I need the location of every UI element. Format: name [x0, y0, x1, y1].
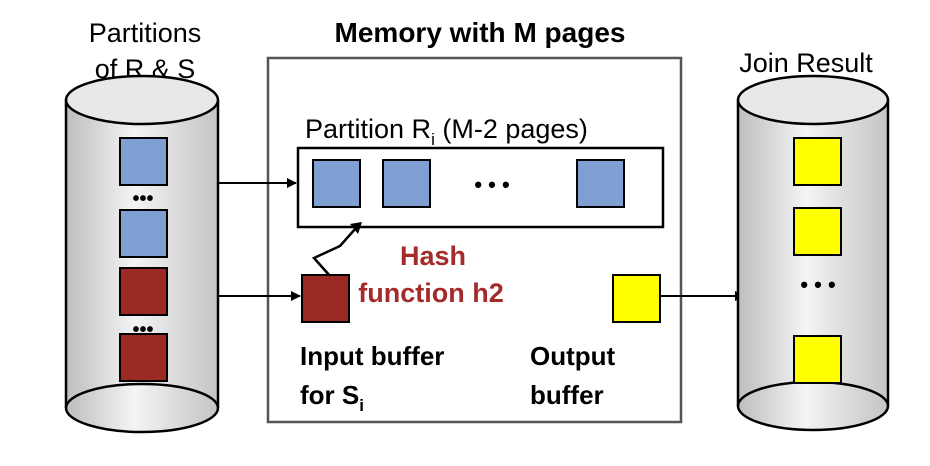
left-page-blue-2	[119, 209, 168, 258]
output-buffer-label-line2: buffer	[530, 380, 604, 410]
output-buffer-label-line1: Output	[530, 341, 616, 371]
left-disk-top	[64, 74, 220, 126]
partition-label: Partition Ri (M-2 pages)	[305, 114, 588, 149]
left-disk-label-line1: Partitions	[89, 18, 202, 48]
input-buffer-label-line2: for Si	[300, 380, 364, 415]
left-page-blue-1	[119, 137, 168, 186]
hash-label-line2: function h2	[358, 278, 503, 308]
result-page-1	[793, 137, 842, 186]
left-ellipsis-top: •••	[132, 188, 153, 210]
partition-page-last	[576, 159, 625, 208]
memory-title: Memory with M pages	[335, 17, 626, 48]
input-buffer-page	[301, 274, 350, 323]
partition-ellipsis: • • •	[474, 172, 509, 197]
hash-label-line1: Hash	[400, 241, 466, 271]
result-page-2	[793, 207, 842, 256]
partition-page-2	[382, 159, 431, 208]
hash-zigzag-arrow	[311, 227, 357, 277]
left-disk: Partitions of R & S ••• •••	[64, 18, 220, 434]
right-disk: Join Result • • •	[736, 48, 890, 432]
output-buffer-page	[612, 274, 661, 323]
input-buffer-label-line1: Input buffer	[300, 341, 444, 371]
partition-page-1	[312, 159, 361, 208]
memory-region: Memory with M pages Partition Ri (M-2 pa…	[266, 17, 683, 424]
right-ellipsis: • • •	[800, 272, 835, 297]
right-disk-top	[736, 74, 890, 126]
left-page-red-1	[119, 267, 168, 316]
left-page-red-2	[119, 333, 168, 382]
right-disk-label: Join Result	[739, 48, 873, 78]
result-page-3	[793, 335, 842, 384]
memory-box	[266, 56, 683, 424]
